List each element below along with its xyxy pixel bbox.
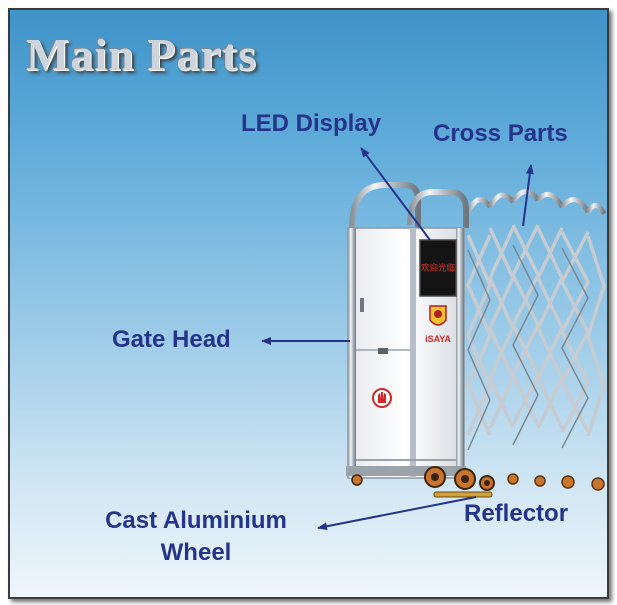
- reflector: [433, 491, 493, 498]
- label-cross-parts: Cross Parts: [433, 120, 568, 147]
- label-cast-aluminium-wheel: Cast Aluminium Wheel: [82, 505, 310, 569]
- brand-logo-text: iSAYA: [425, 334, 451, 344]
- label-cast-aluminium-line1: Cast Aluminium: [105, 507, 287, 534]
- led-screen-text: 欢迎光临: [421, 263, 456, 274]
- label-cast-aluminium-line2: Wheel: [160, 539, 232, 566]
- led-display: 欢迎光临: [419, 239, 457, 297]
- arrow-left-icon: [317, 496, 477, 531]
- hand-stop-icon: [372, 388, 392, 408]
- cross-parts: [465, 189, 607, 491]
- page-title: Main Parts: [26, 29, 258, 80]
- cast-aluminium-wheels: [351, 466, 495, 491]
- main-parts-panel: [8, 8, 609, 599]
- label-gate-head: Gate Head: [112, 326, 231, 353]
- label-led-display: LED Display: [241, 110, 382, 137]
- arrow-up-icon: [360, 147, 431, 241]
- gate-head: [346, 182, 469, 479]
- brand-shield-logo: iSAYA: [425, 305, 451, 344]
- label-reflector: Reflector: [464, 500, 569, 527]
- arrow-up-icon: [522, 164, 534, 227]
